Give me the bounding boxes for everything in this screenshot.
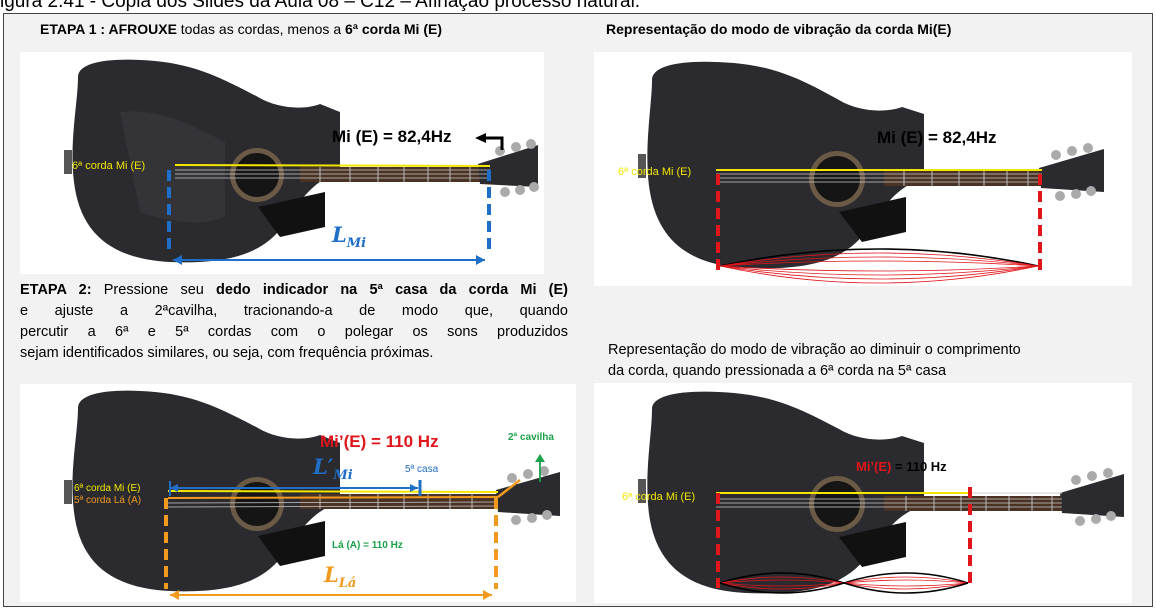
panel3-string6-label: 6ª corda Mi (E)	[74, 483, 141, 494]
guitar-panel-3: Mi’(E) = 110 Hz 2ª cavilha L′Mi 5ª casa …	[20, 384, 576, 602]
step2-line3: percutir a 6ª e 5ª cordas com o polegar …	[20, 324, 568, 340]
step2-line4: sejam identificados similares, ou seja, …	[20, 345, 434, 361]
right-header: Representação do modo de vibração da cor…	[606, 21, 952, 37]
panel4-string-label: 6ª corda Mi (E)	[622, 491, 696, 503]
guitar-panel-2: Mi (E) = 82,4Hz 6ª corda Mi (E)	[594, 52, 1132, 286]
panel3-string5-label: 5ª corda Lá (A)	[74, 495, 142, 506]
panel3-peg-label: 2ª cavilha	[508, 432, 554, 443]
guitar-panel-4: Mi’(E) = 110 Hz 6ª corda Mi (E)	[594, 383, 1132, 603]
panel2-string-label: 6ª corda Mi (E)	[618, 166, 692, 178]
guitar-illustration-1	[64, 59, 539, 265]
step2-text: ETAPA 2: Pressione seu dedo indicador na…	[20, 280, 568, 364]
panel1-length-symbol: LMi	[332, 222, 367, 252]
guitar-illustration-4	[638, 391, 1124, 594]
figure-caption: igura 2.41 - Cópia dos Slides da Aula 08…	[0, 0, 641, 12]
vibration-mode-fundamental	[719, 248, 1039, 284]
step2-line1: ETAPA 2: Pressione seu dedo indicador na…	[20, 282, 569, 298]
step1-header: ETAPA 1 : AFROUXE todas as cordas, menos…	[40, 21, 442, 37]
right-desc-line2: da corda, quando pressionada a 6ª corda …	[608, 363, 947, 379]
panel3-length-la-symbol: LLá	[324, 562, 357, 592]
panel3-fret-label: 5ª casa	[405, 464, 439, 475]
guitar-panel-1: Mi (E) = 82,4Hz 6ª corda Mi (E) LMi	[20, 52, 544, 274]
guitar-illustration-2	[638, 61, 1104, 284]
panel4-frequency: Mi’(E) = 110 Hz	[856, 459, 947, 474]
panel1-string-label: 6ª corda Mi (E)	[72, 160, 146, 172]
right-description: Representação do modo de vibração ao dim…	[608, 340, 1138, 382]
guitar-illustration-3	[64, 390, 560, 600]
right-desc-line1: Representação do modo de vibração ao dim…	[608, 342, 1021, 358]
panel1-frequency: Mi (E) = 82,4Hz	[332, 127, 452, 146]
panel2-frequency: Mi (E) = 82,4Hz	[877, 128, 997, 147]
panel3-length-mi-symbol: L′Mi	[313, 454, 353, 484]
vibration-mode-second	[719, 572, 969, 594]
panel3-frequency: Mi’(E) = 110 Hz	[320, 432, 439, 451]
panel3-la-frequency: Lá (A) = 110 Hz	[332, 540, 403, 551]
step2-line2: e ajuste a 2ªcavilha, tracionando-a de m…	[20, 303, 568, 319]
